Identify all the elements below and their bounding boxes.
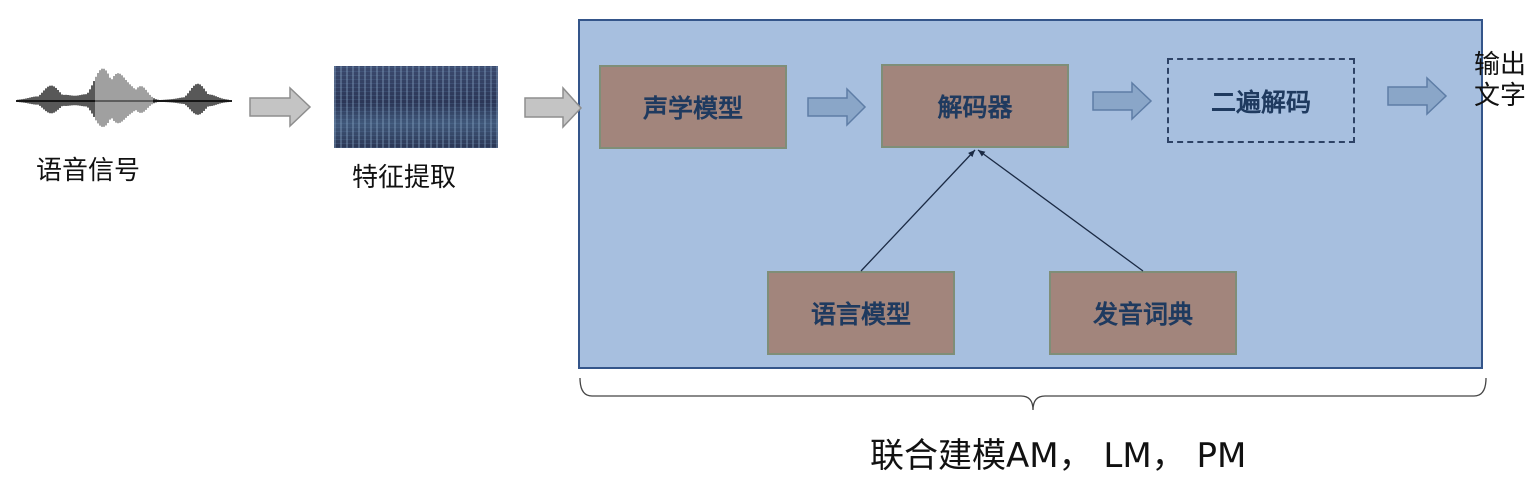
- panel-brace: [579, 377, 1487, 411]
- arrow-feature-to-panel: [524, 86, 583, 129]
- second-pass-decoding-label: 二遍解码: [1210, 87, 1311, 117]
- acoustic-model-box: 声学模型: [599, 65, 787, 149]
- language-model-box: 语言模型: [767, 271, 955, 355]
- joint-modeling-caption: 联合建模AM， LM， PM: [870, 436, 1247, 476]
- acoustic-model-label: 声学模型: [642, 94, 743, 123]
- decoder-label: 解码器: [937, 93, 1013, 122]
- feature-extraction-label: 特征提取: [352, 163, 457, 193]
- language-model-label: 语言模型: [810, 300, 911, 329]
- output-label-line1: 输出: [1474, 50, 1527, 80]
- arrow-acoustic-to-decoder: [807, 87, 867, 127]
- pronunciation-lexicon-label: 发音词典: [1092, 300, 1193, 329]
- waveform-image: [16, 68, 232, 127]
- arrow-signal-to-feature: [249, 86, 312, 128]
- pronunciation-lexicon-box: 发音词典: [1049, 271, 1237, 355]
- spectrogram-image: [334, 66, 498, 148]
- language-model-to-decoder-line: [860, 149, 976, 272]
- arrow-decoder-to-second-pass: [1092, 81, 1153, 121]
- output-label-line2: 文字: [1474, 81, 1527, 111]
- second-pass-decoding-box: 二遍解码: [1167, 58, 1355, 143]
- lexicon-to-decoder-line: [977, 149, 1144, 272]
- speech-signal-label: 语音信号: [36, 156, 141, 186]
- decoder-box: 解码器: [881, 64, 1069, 148]
- arrow-second-pass-to-output: [1387, 76, 1448, 116]
- output-text-label: 输出 文字: [1474, 50, 1526, 112]
